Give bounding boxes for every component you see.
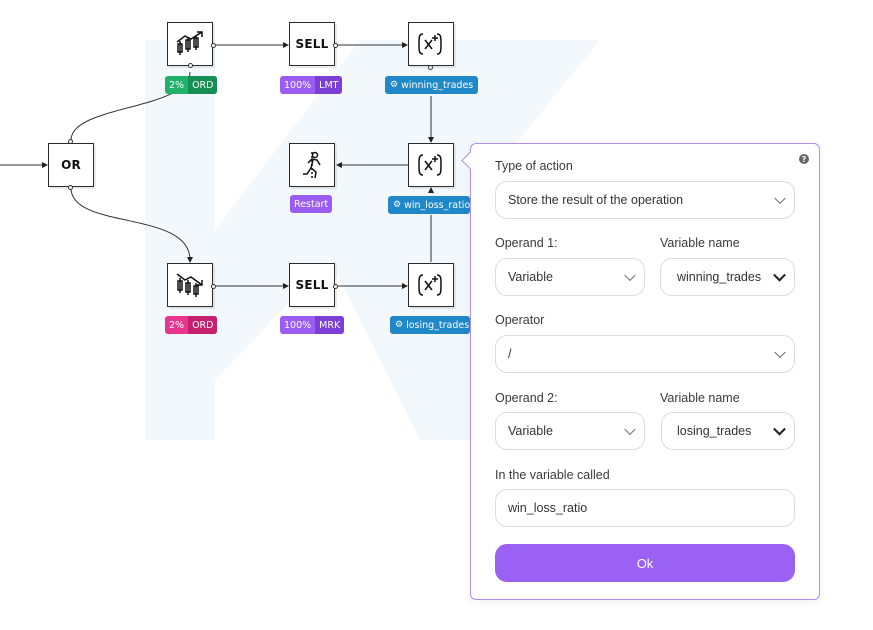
var-name1-value: winning_trades [677, 270, 762, 284]
ok-button[interactable]: Ok [495, 544, 795, 582]
operator-select[interactable]: / [495, 335, 795, 373]
chevron-down-icon [774, 192, 786, 205]
buy-downtrend-pct: 2% [169, 319, 185, 331]
sell-bottom-node[interactable]: SELL [289, 263, 335, 307]
variable-top-node[interactable] [408, 22, 454, 66]
variable-top-port-bottom[interactable] [428, 65, 433, 70]
chart-down-icon [176, 273, 203, 297]
buy-uptrend-pct: 2% [169, 79, 185, 91]
type-of-action-label: Type of action [495, 159, 573, 173]
help-icon[interactable]: ? [799, 154, 809, 164]
sell-bottom-port-right[interactable] [333, 284, 338, 289]
operand1-value: Variable [508, 270, 553, 284]
result-variable-value: win_loss_ratio [508, 501, 588, 515]
restart-label: Restart [294, 198, 329, 210]
variable-x-icon [418, 33, 442, 55]
variable-mid-node[interactable] [408, 143, 454, 187]
var-name1-select[interactable]: winning_trades [660, 258, 795, 296]
type-of-action-select[interactable]: Store the result of the operation [495, 181, 795, 219]
gear-icon: ⚙ [390, 80, 399, 90]
buy-downtrend-port-right[interactable] [211, 284, 216, 289]
operator-value: / [508, 347, 512, 361]
buy-uptrend-port-right[interactable] [211, 43, 216, 48]
buy-downtrend-tag[interactable]: 2% ORD [165, 316, 218, 334]
buy-downtrend-node[interactable] [167, 263, 213, 307]
variable-top-name: winning_trades [401, 79, 474, 91]
var-name2-select[interactable]: losing_trades [661, 412, 795, 450]
sell-top-node[interactable]: SELL [289, 22, 335, 66]
connection-lines [0, 44, 432, 287]
operand1-select[interactable]: Variable [495, 258, 645, 296]
sell-top-label: SELL [295, 37, 329, 51]
chevron-down-icon [773, 422, 786, 436]
sell-bottom-type: MRK [315, 316, 345, 334]
chevron-down-icon [624, 269, 636, 282]
variable-mid-tag[interactable]: ⚙win_loss_ratio [388, 196, 470, 214]
sell-top-tag[interactable]: 100% LMT [280, 76, 343, 94]
variable-bottom-node[interactable] [408, 263, 454, 307]
variable-top-tag[interactable]: ⚙winning_trades [385, 76, 479, 94]
chart-up-icon [176, 31, 203, 55]
sell-top-port-right[interactable] [333, 43, 338, 48]
chevron-down-icon [774, 346, 786, 359]
result-variable-input[interactable]: win_loss_ratio [495, 489, 795, 527]
or-node[interactable]: OR [48, 143, 94, 187]
buy-downtrend-type: ORD [188, 316, 218, 334]
buy-uptrend-port-bottom[interactable] [188, 63, 193, 68]
variable-bottom-tag[interactable]: ⚙losing_trades [390, 316, 470, 334]
var-name2-label: Variable name [660, 391, 740, 405]
variable-settings-panel: ? Type of action Store the result of the… [461, 143, 820, 600]
gear-icon: ⚙ [395, 320, 404, 330]
restart-runner-icon [303, 151, 321, 179]
restart-node[interactable] [289, 143, 335, 187]
variable-x-icon [418, 274, 442, 296]
gear-icon: ⚙ [393, 200, 402, 210]
buy-uptrend-tag[interactable]: 2% ORD [165, 76, 218, 94]
chevron-down-icon [773, 268, 786, 282]
chevron-down-icon [624, 423, 636, 436]
buy-uptrend-type: ORD [188, 76, 218, 94]
or-node-port-bottom[interactable] [68, 185, 73, 190]
var-name2-value: losing_trades [677, 424, 752, 438]
result-variable-label: In the variable called [495, 468, 610, 482]
sell-top-pct: 100% [284, 79, 312, 91]
operand2-label: Operand 2: [495, 391, 558, 405]
sell-top-type: LMT [315, 76, 343, 94]
operand2-select[interactable]: Variable [495, 412, 645, 450]
variable-bottom-name: losing_trades [406, 319, 470, 331]
or-node-label: OR [61, 158, 81, 172]
buy-uptrend-node[interactable] [167, 22, 213, 66]
type-of-action-value: Store the result of the operation [508, 193, 684, 207]
variable-x-icon [418, 154, 442, 176]
operand1-label: Operand 1: [495, 236, 558, 250]
operator-label: Operator [495, 313, 545, 327]
or-node-port-top[interactable] [68, 139, 73, 144]
restart-tag[interactable]: Restart [290, 195, 333, 213]
sell-bottom-tag[interactable]: 100% MRK [280, 316, 345, 334]
sell-bottom-pct: 100% [284, 319, 312, 331]
sell-bottom-label: SELL [295, 278, 329, 292]
var-name1-label: Variable name [660, 236, 740, 250]
variable-mid-name: win_loss_ratio [404, 199, 470, 211]
operand2-value: Variable [508, 424, 553, 438]
connection-arrows [42, 42, 434, 289]
